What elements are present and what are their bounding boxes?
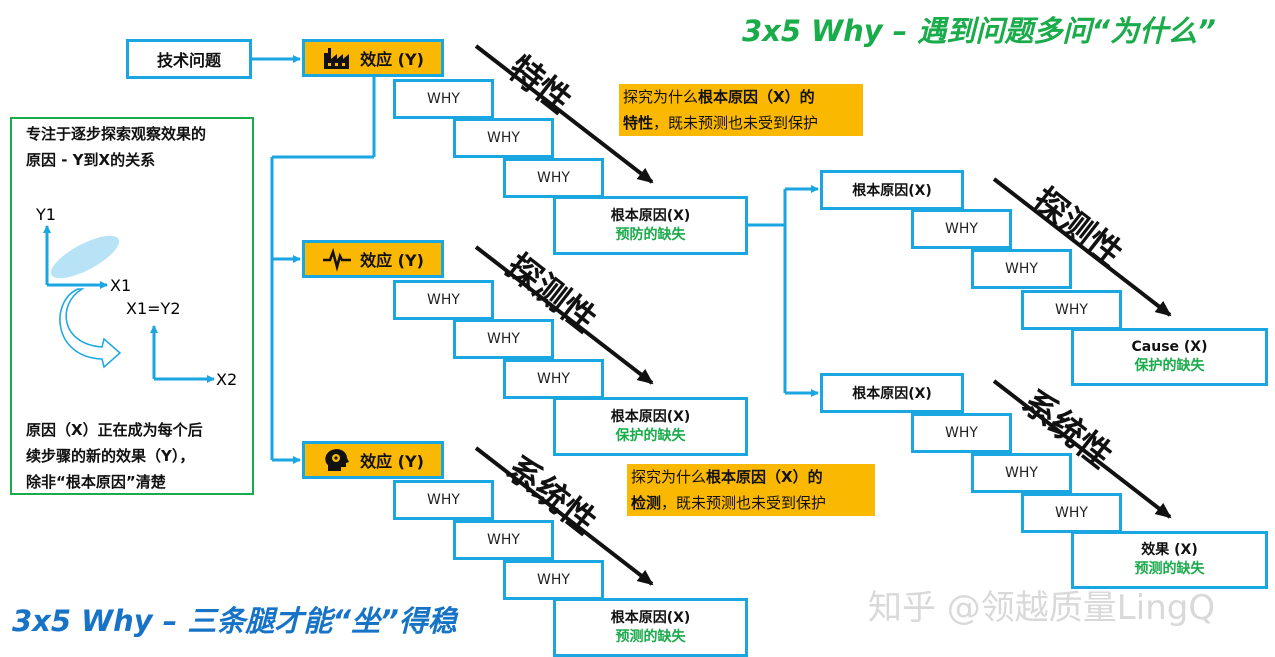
why-box: WHY (393, 79, 494, 119)
root-cause-sub: 预测的缺失 (615, 628, 686, 645)
root-cause-sub: 保护的缺失 (615, 427, 686, 444)
root-cause-box-1: 根本原因(X) 预防的缺失 (553, 196, 748, 255)
root-cause-box-3: 根本原因(X) 预测的缺失 (553, 598, 748, 657)
why-box: WHY (911, 209, 1012, 249)
note-text-bold: 检测 (631, 494, 662, 512)
note-text: 探究为什么 (623, 88, 699, 106)
technical-problem-box: 技术问题 (126, 39, 252, 79)
effect-label: 效应 (Y) (360, 50, 424, 69)
effect-box-2: 效应 (Y) (302, 240, 444, 278)
panel-text-top: 专注于逐步探索观察效果的 原因 - Y到X的关系 (26, 121, 206, 173)
panel-text-bottom: 原因（X）正在成为每个后 续步骤的新的效果（Y）， 除非“根本原因”清楚 (26, 417, 203, 495)
panel-line: 专注于逐步探索观察效果的 (26, 125, 207, 143)
why-box: WHY (453, 319, 554, 359)
note-text-bold: 根本原因（X）的 (706, 468, 823, 486)
cause-title: Cause (X) (1131, 339, 1208, 355)
why-box: WHY (393, 480, 494, 520)
axis-label-x2: X2 (216, 370, 238, 389)
note-text: ，既未预测也未受到保护 (661, 494, 827, 512)
effect-result-box: 效果 (X) 预测的缺失 (1071, 531, 1268, 589)
title-top: 3x5 Why – 遇到问题多问“为什么” (742, 14, 1216, 48)
note-bottom: 探究为什么根本原因（X）的 检测，既未预测也未受到保护 (627, 464, 875, 516)
axis-label-x1y2: X1=Y2 (126, 299, 181, 318)
note-text: ，既未预测也未受到保护 (653, 114, 819, 132)
note-top: 探究为什么根本原因（X）的 特性，既未预测也未受到保护 (619, 84, 863, 136)
title-bottom: 3x5 Why – 三条腿才能“坐”得稳 (12, 604, 457, 638)
root-cause-box-2: 根本原因(X) 保护的缺失 (553, 397, 748, 456)
why-box: WHY (1021, 290, 1122, 330)
cause-box: Cause (X) 保护的缺失 (1071, 328, 1268, 386)
head-gear-icon (325, 449, 350, 471)
watermark: 知乎 @领越质量LingQ (868, 588, 1216, 628)
panel-line: 原因 - Y到X的关系 (26, 151, 156, 169)
note-text-bold: 特性 (623, 114, 654, 132)
root-cause-title: 根本原因(X) (610, 609, 691, 626)
why-box: WHY (1021, 493, 1122, 533)
effect-box-1: 效应 (Y) (302, 39, 444, 77)
right-root-cause-box-1: 根本原因(X) (820, 170, 964, 210)
factory-icon (324, 48, 350, 69)
why-box: WHY (971, 453, 1072, 493)
axes-diagram (43, 225, 215, 383)
why-box: WHY (911, 413, 1012, 453)
root-cause-title: 根本原因(X) (610, 408, 691, 425)
effect-result-title: 效果 (X) (1141, 542, 1198, 558)
why-box: WHY (453, 520, 554, 560)
why-box: WHY (503, 158, 604, 198)
why-box: WHY (503, 560, 604, 600)
note-text-bold: 根本原因（X）的 (698, 88, 815, 106)
effect-box-3: 效应 (Y) (302, 441, 444, 479)
note-text: 探究为什么 (631, 468, 707, 486)
why-box: WHY (393, 280, 494, 320)
why-box: WHY (971, 249, 1072, 289)
axis-label-x1: X1 (110, 276, 132, 295)
axis-label-y1: Y1 (36, 205, 56, 224)
panel-line: 除非“根本原因”清楚 (26, 473, 166, 491)
pulse-icon (323, 247, 352, 272)
effect-label: 效应 (Y) (360, 452, 424, 471)
effect-result-sub: 预测的缺失 (1134, 561, 1205, 577)
root-cause-title: 根本原因(X) (610, 207, 691, 224)
effect-label: 效应 (Y) (360, 251, 424, 270)
explanation-panel: 专注于逐步探索观察效果的 原因 - Y到X的关系 Y1 X1 X1=Y2 X2 … (10, 117, 254, 495)
right-root-cause-box-2: 根本原因(X) (820, 373, 964, 413)
why-box: WHY (453, 118, 554, 158)
root-cause-sub: 预防的缺失 (615, 226, 686, 243)
panel-line: 原因（X）正在成为每个后 (26, 421, 203, 439)
cause-sub: 保护的缺失 (1134, 358, 1205, 374)
why-box: WHY (503, 359, 604, 399)
panel-line: 续步骤的新的效果（Y）， (26, 447, 195, 465)
